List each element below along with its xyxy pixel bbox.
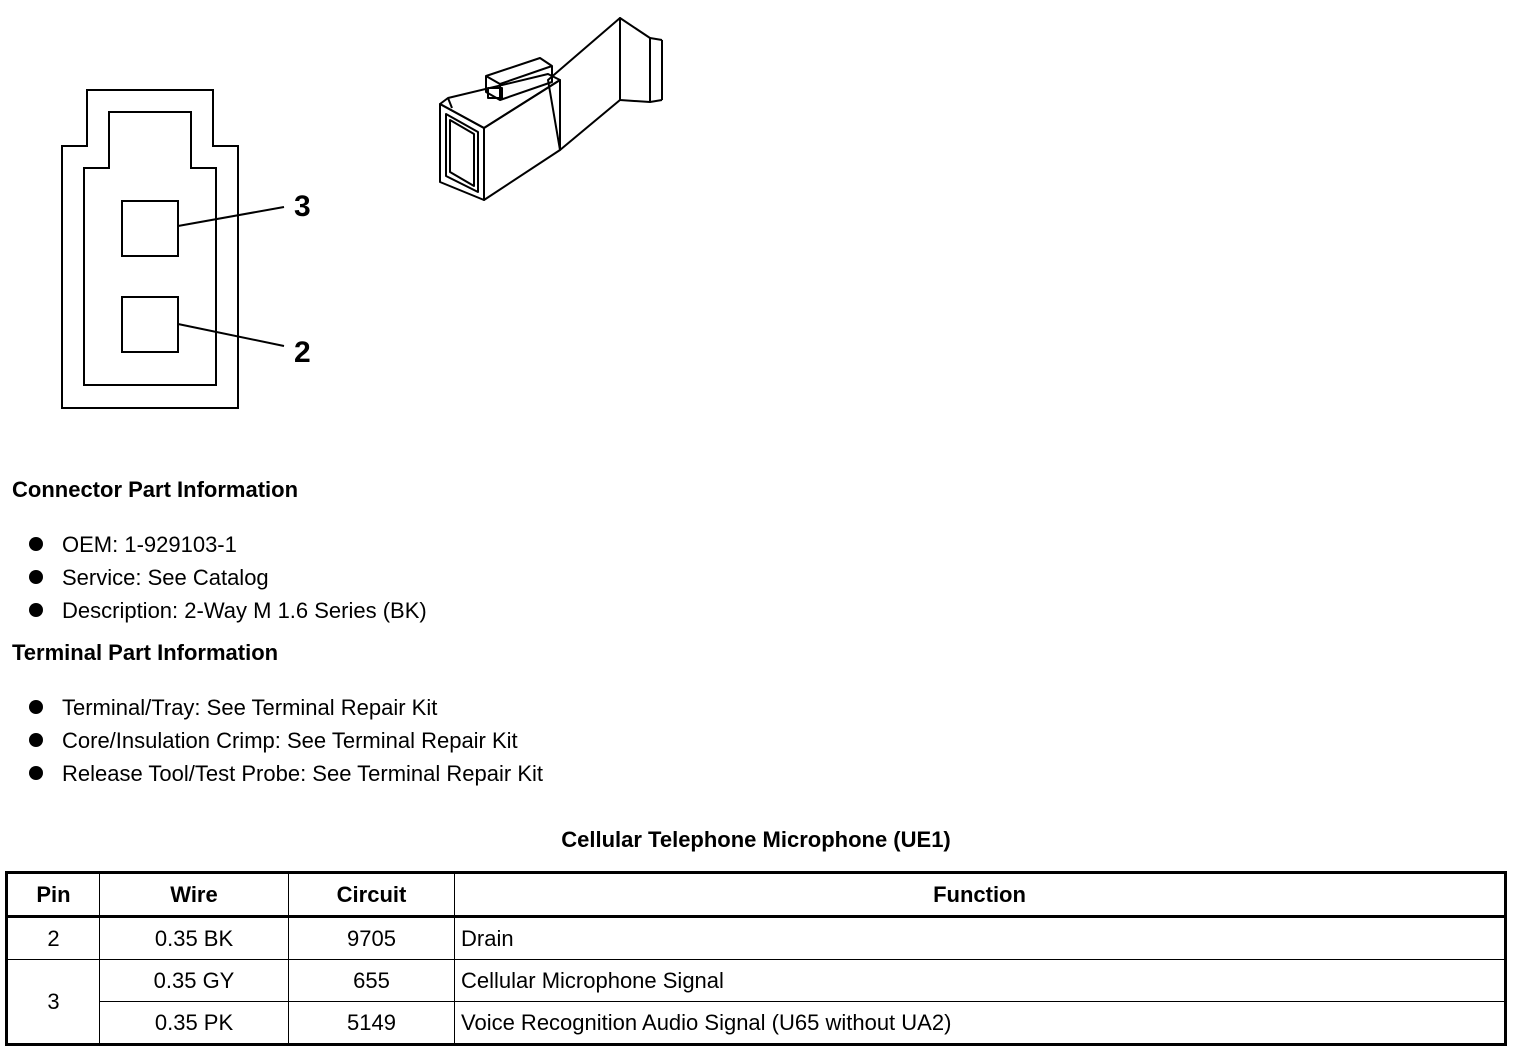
- cell-function: Cellular Microphone Signal: [454, 959, 1506, 1002]
- bullet-icon: [29, 766, 43, 780]
- cell-function: Drain: [454, 916, 1506, 960]
- connector-part-info-list: OEM: 1-929103-1 Service: See Catalog Des…: [28, 528, 427, 627]
- connector-diagram: 3 2: [0, 0, 700, 440]
- cell-circuit: 655: [288, 959, 455, 1002]
- bullet-icon: [29, 700, 43, 714]
- cell-pin: 2: [6, 916, 100, 960]
- list-item: OEM: 1-929103-1: [28, 528, 427, 561]
- connector-isometric-view: [439, 17, 663, 201]
- cell-wire: 0.35 PK: [99, 1001, 289, 1045]
- connector-diagram-svg: 3 2: [61, 17, 663, 409]
- terminal-part-info-list: Terminal/Tray: See Terminal Repair Kit C…: [28, 691, 543, 790]
- bullet-icon: [29, 570, 43, 584]
- pin-2-label: 2: [294, 336, 311, 369]
- connector-face-view: [61, 89, 285, 409]
- cell-wire: 0.35 BK: [99, 916, 289, 960]
- pin-3-cavity: [121, 200, 179, 257]
- cell-function: Voice Recognition Audio Signal (U65 with…: [454, 1001, 1506, 1045]
- cell-wire: 0.35 GY: [99, 959, 289, 1002]
- table-row: 0.35 PK 5149 Voice Recognition Audio Sig…: [7, 1001, 1506, 1045]
- list-item: Description: 2-Way M 1.6 Series (BK): [28, 594, 427, 627]
- header-function: Function: [454, 872, 1506, 917]
- table-header-row: Pin Wire Circuit Function: [6, 872, 1506, 917]
- list-item: Terminal/Tray: See Terminal Repair Kit: [28, 691, 543, 724]
- terminal-part-info-heading: Terminal Part Information: [12, 640, 279, 665]
- header-circuit: Circuit: [288, 872, 455, 917]
- header-pin: Pin: [6, 872, 100, 917]
- table-title: Cellular Telephone Microphone (UE1): [561, 827, 951, 852]
- bullet-icon: [29, 603, 43, 617]
- list-item: Service: See Catalog: [28, 561, 427, 594]
- header-wire: Wire: [99, 872, 289, 917]
- pinout-table: Pin Wire Circuit Function 2 0.35 BK 9705…: [5, 871, 1507, 1046]
- cell-pin: 3: [6, 959, 100, 1045]
- table-row: 2 0.35 BK 9705 Drain: [6, 916, 1506, 960]
- bullet-icon: [29, 733, 43, 747]
- pin-3-label: 3: [294, 190, 311, 223]
- cell-circuit: 9705: [288, 916, 455, 960]
- bullet-icon: [29, 537, 43, 551]
- cell-circuit: 5149: [288, 1001, 455, 1045]
- pin-2-leader: [177, 323, 285, 347]
- pin-2-cavity: [121, 296, 179, 353]
- list-item: Core/Insulation Crimp: See Terminal Repa…: [28, 724, 543, 757]
- list-item: Release Tool/Test Probe: See Terminal Re…: [28, 757, 543, 790]
- connector-part-info-heading: Connector Part Information: [12, 477, 299, 502]
- pin-3-leader: [177, 206, 285, 227]
- table-row: 3 0.35 GY 655 Cellular Microphone Signal: [6, 959, 1506, 1045]
